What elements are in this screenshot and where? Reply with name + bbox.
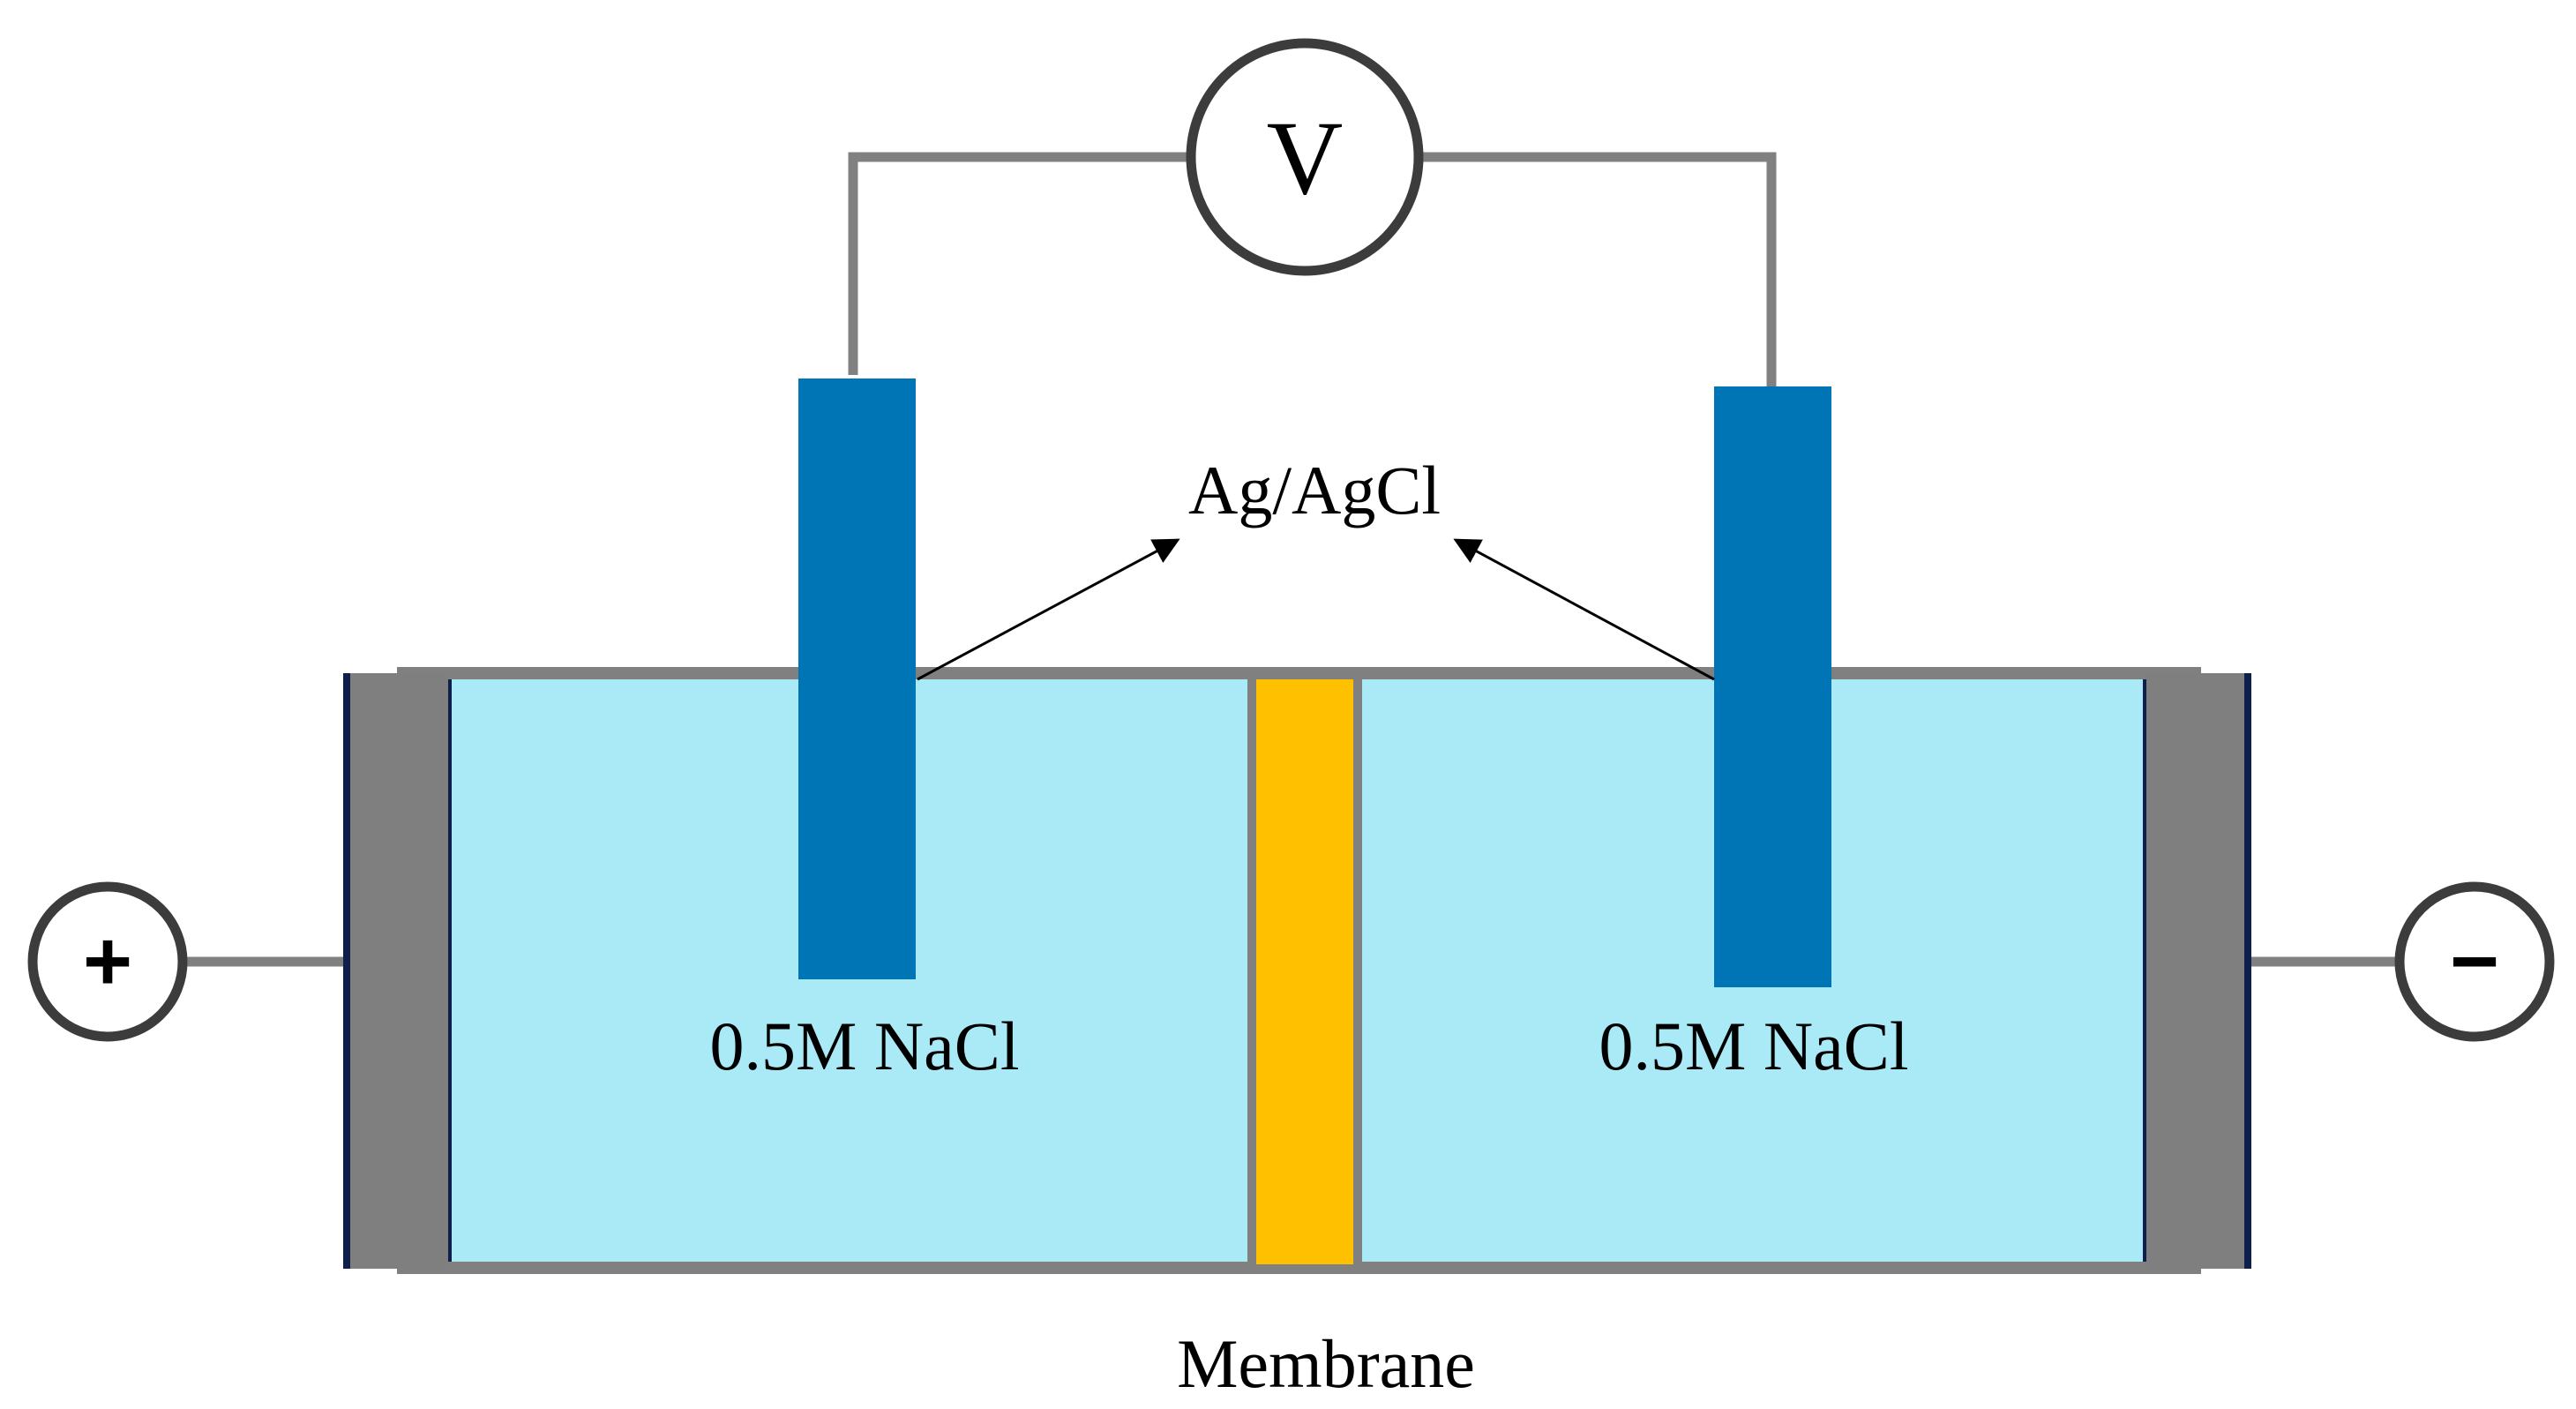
voltmeter: V [1186, 38, 1424, 276]
right-voltmeter-wire [1423, 152, 1777, 386]
left-voltmeter-wire [848, 152, 1187, 375]
right-ag-agcl-electrode [1714, 386, 1831, 987]
left-end-plate [350, 673, 449, 1269]
left-ag-agcl-electrode [798, 378, 916, 979]
plus-icon: + [83, 914, 132, 1008]
membrane [1247, 671, 1362, 1273]
membrane-label: Membrane [1177, 1325, 1475, 1402]
left-electrode-pointer-arrow [917, 538, 1180, 681]
voltmeter-circle [1186, 38, 1424, 276]
right-electrode-pointer-arrow [1453, 538, 1715, 681]
negative-terminal: − [2394, 881, 2555, 1042]
negative-terminal-circle [2394, 881, 2555, 1042]
minus-icon: − [2450, 914, 2499, 1008]
positive-terminal: + [27, 881, 188, 1042]
electrode-label: Ag/AgCl [1188, 452, 1441, 528]
positive-terminal-circle [27, 881, 188, 1042]
left-solution-label: 0.5M NaCl [710, 1008, 1020, 1084]
right-solution-label: 0.5M NaCl [1599, 1008, 1909, 1084]
voltmeter-symbol: V [1267, 99, 1344, 216]
right-end-plate [2145, 673, 2244, 1269]
